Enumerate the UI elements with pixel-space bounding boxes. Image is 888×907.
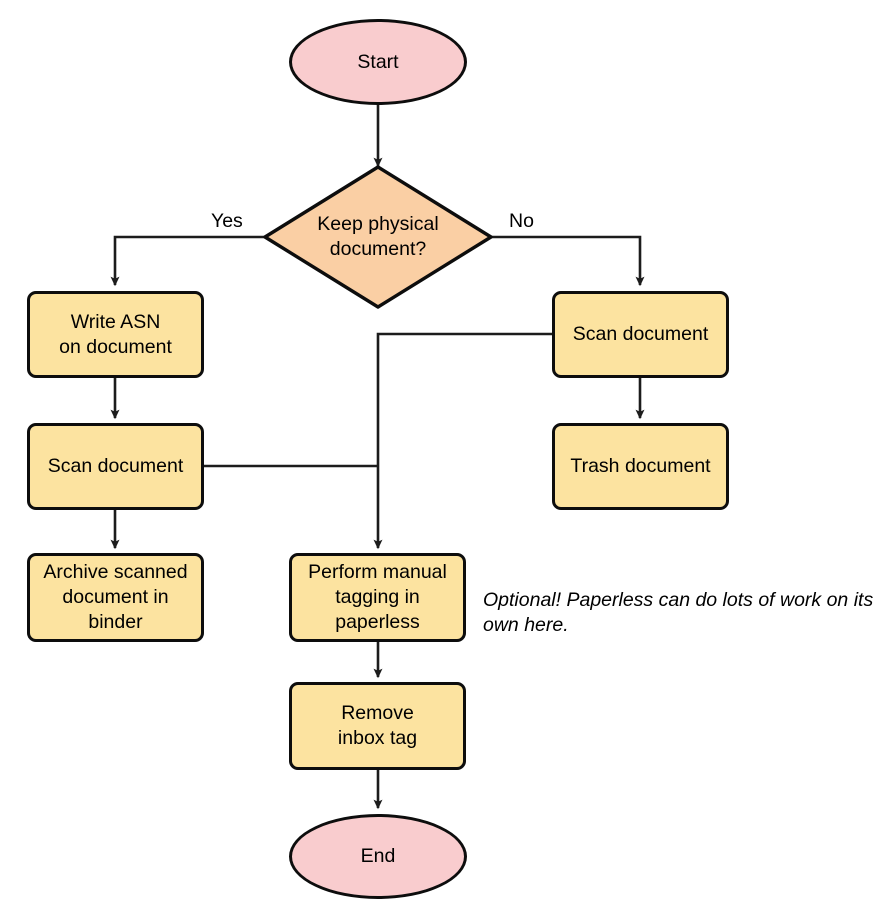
- edge-decision-yes-to-write-asn: [110, 235, 266, 287]
- node-write-asn-on-document-label: Write ASN on document: [59, 310, 172, 358]
- node-trash-document-label: Trash document: [570, 455, 711, 478]
- node-trash-document[interactable]: Trash document: [552, 423, 729, 510]
- decision-diamond-shape: [263, 165, 493, 309]
- node-remove-inbox-tag-label: Remove inbox tag: [337, 702, 418, 749]
- node-scan-document-left[interactable]: Scan document: [27, 423, 204, 510]
- node-remove-inbox-tag[interactable]: Remove inbox tag: [289, 682, 466, 770]
- node-archive-scanned-document[interactable]: Archive scanned document in binder: [27, 553, 204, 642]
- node-perform-manual-tagging-label: Perform manual tagging in paperless: [308, 561, 447, 633]
- node-write-asn-on-document[interactable]: Write ASN on document: [27, 291, 204, 378]
- node-scan-document-left-label: Scan document: [47, 455, 184, 478]
- node-perform-manual-tagging[interactable]: Perform manual tagging in paperless: [289, 553, 466, 642]
- edge-label-yes: Yes: [211, 210, 243, 232]
- node-scan-document-right[interactable]: Scan document: [552, 291, 729, 378]
- annotation-optional-note: Optional! Paperless can do lots of work …: [483, 589, 874, 637]
- edge-label-no: No: [509, 210, 534, 232]
- node-archive-scanned-document-label: Archive scanned document in binder: [43, 561, 188, 633]
- node-keep-physical-document-label: Keep physical document?: [317, 213, 439, 260]
- node-start[interactable]: Start: [289, 19, 467, 105]
- edge-scan-right-to-manual-tagging: [373, 332, 552, 550]
- node-scan-document-right-label: Scan document: [572, 323, 709, 346]
- node-end[interactable]: End: [289, 814, 467, 899]
- node-start-label: Start: [357, 50, 399, 73]
- node-end-label: End: [360, 845, 396, 868]
- node-keep-physical-document[interactable]: Keep physical document?: [280, 197, 476, 277]
- edge-decision-no-to-scan-right: [490, 235, 645, 287]
